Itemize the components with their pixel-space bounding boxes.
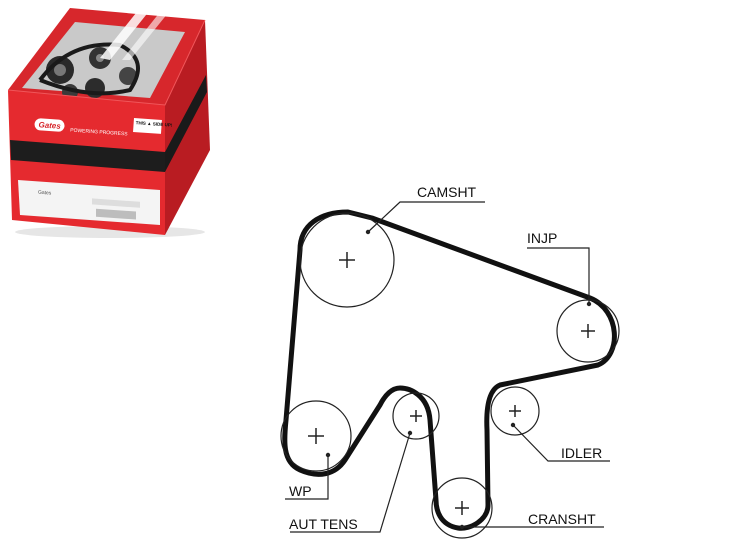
svg-text:Gates: Gates [38, 120, 61, 131]
side-up-note: THIS ▲ SIDE UP! [136, 120, 173, 128]
gates-logo [34, 118, 65, 132]
injp-callout: INJP [527, 230, 592, 307]
aut-tens-pulley [392, 392, 440, 440]
cransht-label: CRANSHT [528, 511, 596, 527]
idler-label: IDLER [561, 445, 602, 461]
camsht-callout: CAMSHT [365, 184, 485, 235]
aut-tens-label: AUT TENS [289, 516, 358, 532]
camsht-pulley [299, 212, 395, 308]
cransht-callout: CRANSHT [459, 511, 604, 530]
product-box-image: Gates Gates POWERING PROGRESS THIS ▲ SID… [7, 8, 210, 238]
injp-label: INJP [527, 230, 557, 246]
box-black-band [10, 140, 165, 172]
aut-tens-callout: AUT TENS [289, 430, 413, 533]
box-slogan: POWERING PROGRESS [70, 127, 128, 137]
idler-callout: IDLER [510, 422, 610, 462]
idler-pulley [490, 386, 540, 436]
camsht-label: CAMSHT [417, 184, 477, 200]
svg-text:Gates: Gates [38, 190, 52, 197]
wp-pulley [280, 400, 352, 472]
cransht-pulley [431, 477, 493, 539]
wp-label: WP [289, 483, 312, 499]
timing-belt [282, 209, 617, 531]
injp-pulley [556, 299, 620, 363]
wp-callout: WP [285, 452, 331, 500]
